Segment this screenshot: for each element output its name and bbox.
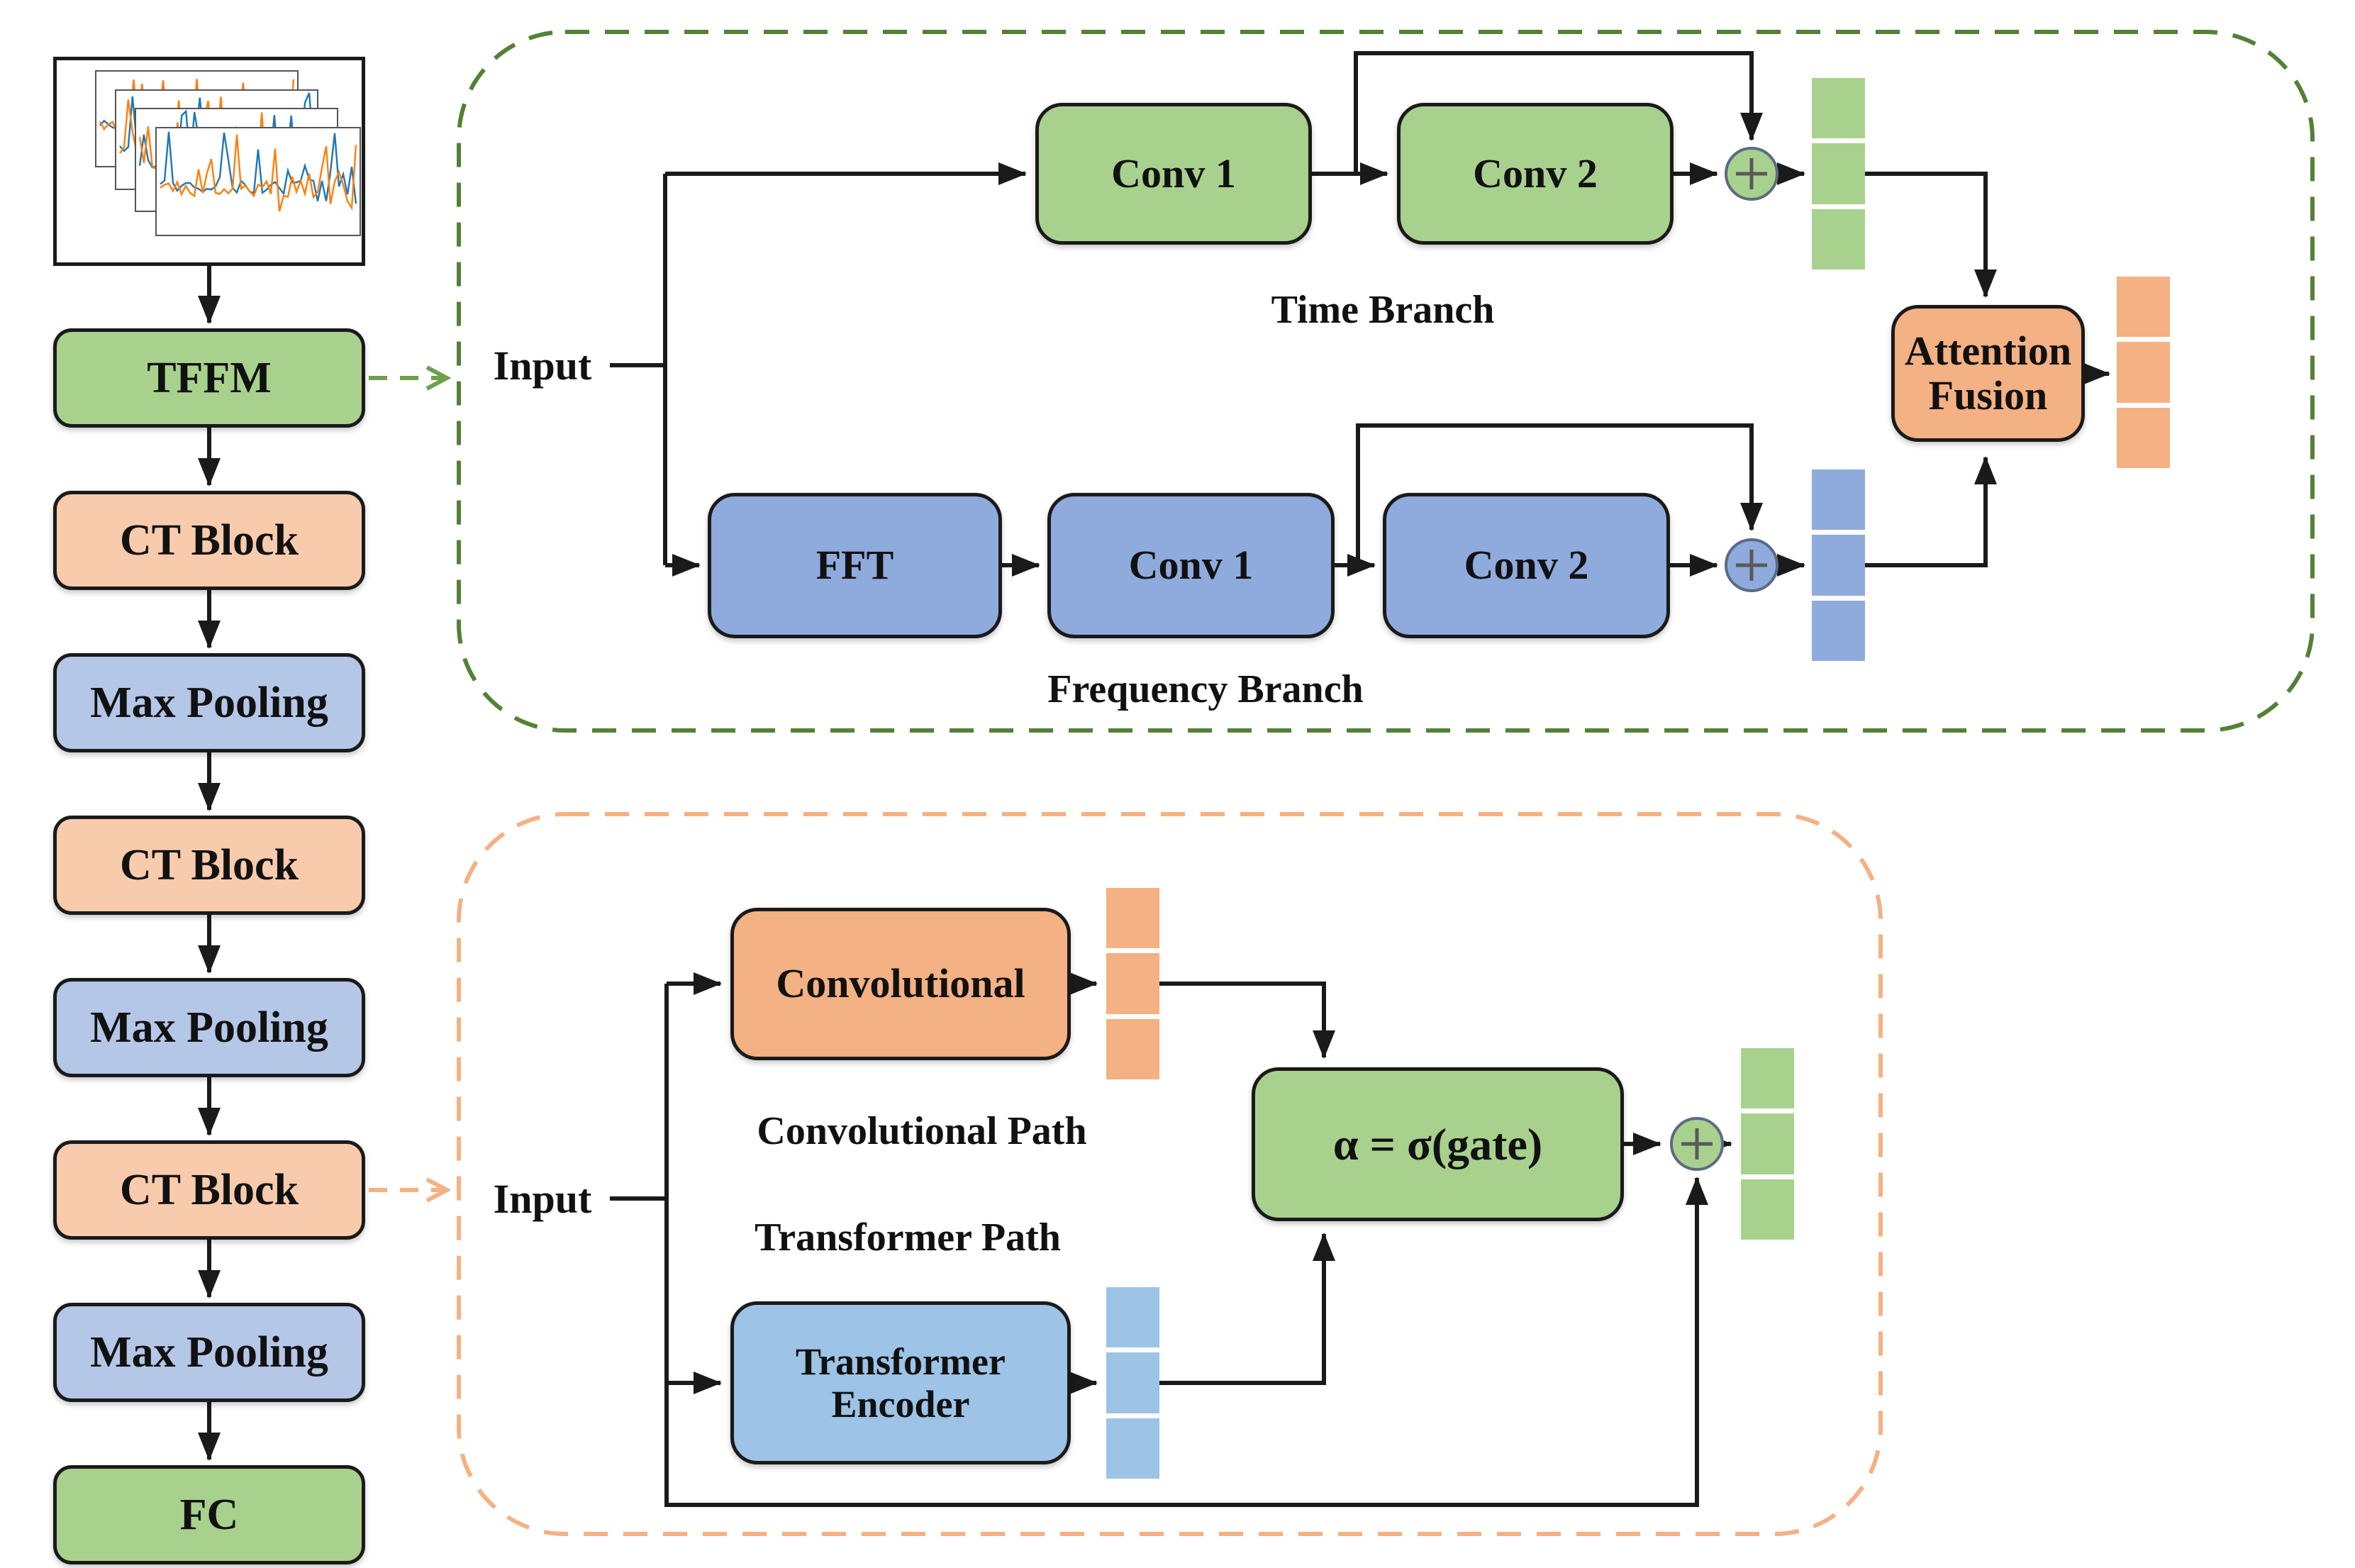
feature-bar-segment [1106, 953, 1159, 1014]
time-branch-label: Time Branch [1271, 288, 1495, 332]
ct-block-3-label: CT Block [119, 1165, 299, 1214]
feature-bar-segment [1812, 469, 1865, 530]
gate-label: α = σ(gate) [1332, 1118, 1543, 1169]
convolutional-path-label: Convolutional Path [757, 1109, 1087, 1153]
feature-bar-segment [1741, 1179, 1794, 1240]
gate-output-bar [1741, 1048, 1794, 1240]
time-conv2-label: Conv 2 [1473, 150, 1598, 196]
convolutional-box: Convolutional [730, 908, 1071, 1060]
gate-box: α = σ(gate) [1252, 1067, 1624, 1221]
fft-box: FFT [708, 493, 1002, 638]
ct-block-1: CT Block [53, 491, 365, 590]
feature-bar-segment [1106, 1018, 1159, 1079]
freq-conv1-label: Conv 1 [1128, 542, 1254, 589]
convolutional-label: Convolutional [776, 960, 1025, 1007]
max-pooling-3-label: Max Pooling [90, 1328, 328, 1377]
freq-conv2-label: Conv 2 [1464, 542, 1589, 589]
feature-bar-segment [1812, 600, 1865, 661]
signal-plots-thumbnail [53, 57, 365, 266]
feature-bar-segment [2117, 342, 2170, 403]
feature-bar-segment [1106, 1287, 1159, 1348]
fc-label: FC [179, 1490, 239, 1539]
frequency-branch-label: Frequency Branch [1047, 667, 1364, 711]
gate-sum-plus-circle-icon [1670, 1117, 1724, 1171]
ct-block-1-label: CT Block [119, 516, 299, 565]
ct-panel-border [457, 812, 1883, 1536]
tffm-label: TFFM [147, 353, 272, 402]
feature-bar-segment [1812, 143, 1865, 204]
freq-feature-bar [1812, 469, 1865, 661]
time-sum-plus-circle-icon [1725, 147, 1778, 201]
max-pooling-2-label: Max Pooling [90, 1003, 328, 1052]
freq-conv2-box: Conv 2 [1383, 493, 1670, 638]
signal-line [160, 131, 357, 204]
feature-bar-segment [1106, 1418, 1159, 1479]
feature-bar-segment [1741, 1048, 1794, 1109]
feature-bar-segment [1741, 1113, 1794, 1174]
feature-bar-segment [2117, 407, 2170, 468]
time-conv1-label: Conv 1 [1111, 150, 1236, 196]
time-conv1-box: Conv 1 [1035, 103, 1312, 245]
max-pooling-2: Max Pooling [53, 978, 365, 1077]
transformer-path-label: Transformer Path [755, 1216, 1061, 1260]
freq-conv1-box: Conv 1 [1047, 493, 1335, 638]
fc-block: FC [53, 1465, 365, 1564]
fft-label: FFT [815, 542, 894, 589]
feature-bar-segment [1106, 1352, 1159, 1413]
ct-block-2: CT Block [53, 816, 365, 915]
signal-plots-icon [95, 70, 361, 236]
tffm-block: TFFM [53, 328, 365, 428]
time-feature-bar [1812, 78, 1865, 269]
conv-path-feature-bar [1106, 888, 1159, 1079]
tffm-panel-input-label: Input [493, 342, 592, 389]
time-conv2-box: Conv 2 [1397, 103, 1674, 245]
ct-panel-input-label: Input [493, 1175, 592, 1222]
feature-bar-segment [1106, 888, 1159, 949]
attention-fusion-label-line1: Attention [1904, 327, 2072, 374]
ct-block-2-label: CT Block [119, 840, 299, 889]
transformer-encoder-label-line1: Transformer [796, 1340, 1006, 1383]
max-pooling-1: Max Pooling [53, 653, 365, 752]
feature-bar-segment [1812, 535, 1865, 596]
signal-frame [155, 127, 361, 236]
ct-block-3: CT Block [53, 1140, 365, 1240]
fusion-output-bar [2117, 277, 2170, 468]
transformer-path-feature-bar [1106, 1287, 1159, 1479]
feature-bar-segment [2117, 277, 2170, 338]
max-pooling-1-label: Max Pooling [90, 678, 328, 727]
signal-line [160, 134, 357, 212]
transformer-encoder-box: Transformer Encoder [730, 1301, 1071, 1464]
feature-bar-segment [1812, 208, 1865, 269]
attention-fusion-label-line2: Fusion [1928, 372, 2048, 418]
feature-bar-segment [1812, 78, 1865, 139]
freq-sum-plus-circle-icon [1725, 538, 1778, 592]
attention-fusion-box: Attention Fusion [1891, 305, 2085, 442]
max-pooling-3: Max Pooling [53, 1303, 365, 1402]
transformer-encoder-label-line2: Encoder [831, 1383, 970, 1425]
